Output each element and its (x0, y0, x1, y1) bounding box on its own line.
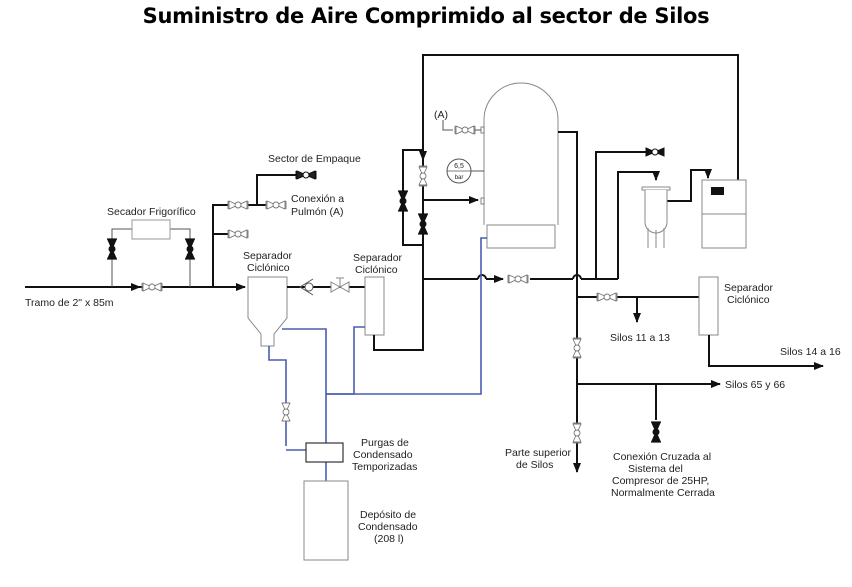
gauge-value: 6,5 (454, 163, 464, 170)
dryer-outlet-valve[interactable] (184, 238, 196, 260)
bypass-valve[interactable] (141, 282, 163, 292)
sector-empaque-label: Sector de Empaque (268, 153, 361, 165)
parte-superior-label-1: Parte superior (505, 447, 571, 459)
diagram-title: Suministro de Aire Comprimido al sector … (142, 4, 710, 28)
silos-14-16-pipe (708, 335, 824, 370)
gate-valve[interactable] (330, 277, 350, 293)
secador-label: Secador Frigorífico (107, 206, 196, 218)
sep2-label-2: Ciclónico (355, 264, 398, 276)
silos-top-valve[interactable] (572, 422, 582, 444)
riser-valve[interactable] (572, 337, 582, 359)
line-filter[interactable] (641, 186, 671, 248)
separador-ciclonico-1[interactable] (247, 276, 288, 347)
sep2-label-1: Separador (353, 252, 403, 264)
sep1-label-2: Ciclónico (247, 262, 290, 274)
tank-outlet-pipe (558, 131, 578, 470)
sep3-label-2: Ciclónico (727, 294, 770, 306)
deposito-label-1: Depósito de (360, 509, 416, 521)
branch-valve-1[interactable] (227, 200, 249, 210)
parte-superior-label-2: de Silos (516, 459, 553, 471)
tank-a-nozzle (480, 126, 485, 134)
deposito-condensado[interactable] (303, 480, 349, 561)
filter-inlet-valve[interactable] (645, 147, 665, 157)
tramo-label: Tramo de 2" x 85m (25, 297, 114, 309)
dryer-branch (111, 228, 191, 287)
tank-base (486, 224, 556, 249)
silos-14-16-label: Silos 14 a 16 (780, 346, 841, 358)
purgas-label-3: Temporizadas (352, 461, 417, 473)
purgas-label-1: Purgas de (361, 437, 409, 449)
sep3-label-1: Separador (724, 282, 774, 294)
pulmon-valve[interactable] (265, 200, 287, 210)
conexion-pulmon-label-1: Conexión a (291, 193, 344, 205)
empaque-valve[interactable] (295, 170, 317, 180)
silos-11-13-valve[interactable] (596, 292, 618, 302)
silos-65-66-label: Silos 65 y 66 (725, 379, 785, 391)
tank-a-line (442, 120, 453, 131)
gauge-unit: bar (455, 175, 464, 181)
branch-lines (212, 174, 296, 287)
air-receiver-tank[interactable] (483, 82, 559, 225)
cruzada-label-1: Conexión Cruzada al (613, 451, 711, 463)
tank-ref-label: (A) (434, 109, 448, 121)
silos-11-13-label: Silos 11 a 13 (610, 332, 670, 344)
pressure-gauge (446, 158, 484, 184)
purgas-condensado[interactable] (305, 442, 344, 463)
tank-isolation-valve[interactable] (417, 213, 429, 235)
header-pipe (423, 274, 618, 283)
tank-bypass-valve[interactable] (397, 190, 409, 212)
check-valve[interactable] (299, 278, 314, 296)
cross-connection-valve[interactable] (650, 421, 662, 443)
conexion-pulmon-label-2: Pulmón (A) (291, 206, 344, 218)
secador-frigorifico[interactable] (131, 219, 171, 240)
filter-feed-pipes (595, 151, 712, 279)
sep2-outlet-pipe (373, 276, 424, 351)
tank-inlet-nozzle (480, 197, 485, 205)
cruzada-label-4: Normalmente Cerrada (611, 487, 715, 499)
deposito-label-3: (208 l) (374, 533, 404, 545)
deposito-label-2: Condensado (358, 521, 418, 533)
cruzada-label-3: Compresor de 25HP, (612, 475, 709, 487)
purgas-label-2: Condensado (353, 449, 413, 461)
sep1-label-1: Separador (243, 250, 293, 262)
branch-valve-2[interactable] (227, 229, 249, 239)
tank-inlet-valve[interactable] (418, 165, 428, 187)
tank-a-valve[interactable] (454, 125, 476, 135)
header-valve[interactable] (507, 274, 529, 284)
silos-11-13-branch (577, 296, 699, 323)
separador-ciclonico-2[interactable] (364, 276, 385, 336)
separador-ciclonico-3[interactable] (698, 276, 719, 336)
compressor-dryer-unit[interactable] (701, 179, 747, 249)
dryer-inlet-valve[interactable] (106, 238, 118, 260)
condensate-drain-valve[interactable] (281, 402, 291, 422)
cruzada-label-2: Sistema del (628, 463, 683, 475)
